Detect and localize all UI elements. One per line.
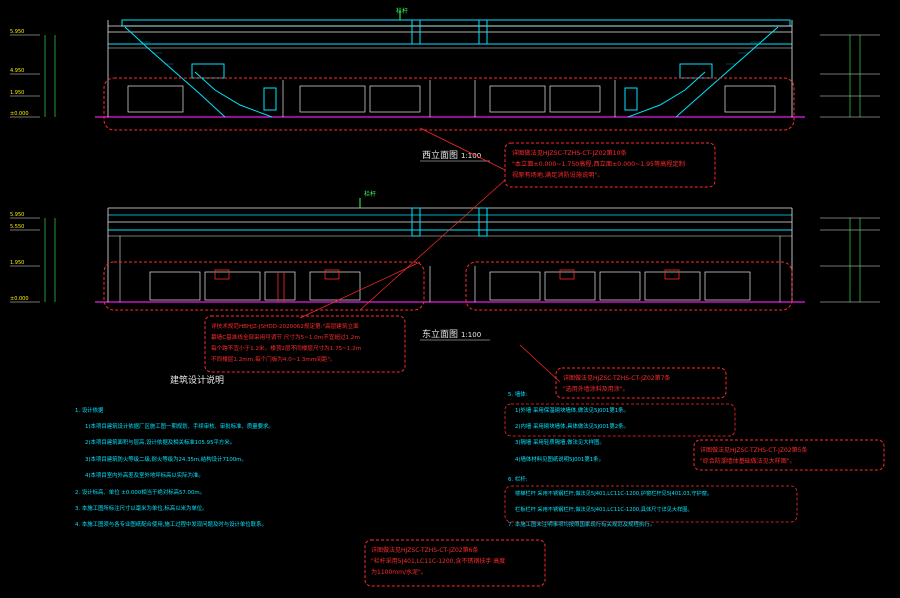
note-line: 详图做法见HJZSC-TZHS-CT-JZ02第6条 [371, 546, 478, 554]
note-box-5: 详图做法见HJZSC-TZHS-CT-JZ02第6条 "栏杆采用5J401,LC… [364, 539, 546, 587]
note-line: 视原有场地,满足消防设施说明"。 [512, 171, 603, 179]
note-line: 详图做法见HJZSC-TZHS-CT-JZ02第10条 [512, 149, 627, 157]
west-elevation-title: 西立面图 [422, 149, 458, 161]
note-line: "综合防潮墙体基础做法见大样图"。 [700, 457, 796, 465]
note-line: 幕墙C基准线全部采用可调节 尺寸为5~1.0m不宜超过1.2m [211, 333, 360, 341]
spec-line: 楼梯栏杆 采用不锈钢栏杆,做法见5J401,LC11C-1200,护窗栏杆见5J… [515, 489, 712, 497]
spec-line: 3)本项目建筑防火等级二级,耐火等级为24.35m,结构设计7100m。 [85, 455, 247, 463]
note-line: 详图做法见HJZSC-TZHS-CT-JZ02第7条 [563, 374, 670, 382]
note-line: 不同楼层1.2mm,每个门板为4.0~1.3mm间距"。 [211, 355, 336, 363]
note-line: 详技术规范HBHJZ-JSHDD-2020062规定第:"高层建筑立面 [211, 322, 359, 330]
west-level-label: 1.950 [10, 90, 24, 96]
spec-line: 栏板栏杆 采用不锈钢栏杆,做法见5J401,LC11C-1200,具体尺寸详见大… [515, 505, 693, 513]
east-level-label: 5.550 [10, 224, 24, 230]
note-line: "本立面±0.000~1.750高程,西立面±0.000~1.95等高程定制 [512, 160, 685, 168]
spec-line: 2)内墙 采用砌块墙体,具体做法见5J001第2条。 [515, 422, 629, 430]
west-level-markers-right [820, 34, 880, 118]
note-box-3: 详图做法见HJZSC-TZHS-CT-JZ02第7条 "选用外墙涂料及用涂"。 [555, 367, 727, 399]
west-level-label: ±0.000 [10, 111, 29, 117]
spec-line: 4. 本施工图须与各专业图纸配合使用,施工过程中发现问题及时与设计单位联系。 [75, 520, 267, 528]
spec-line: 3)隔墙 采用轻质隔墙,做法见大样图。 [515, 438, 605, 446]
east-level-markers-left: 5.950 5.550 1.950 ±0.000 [10, 212, 56, 303]
note-line: "选用外墙涂料及用涂"。 [563, 385, 629, 393]
east-level-label: 1.950 [10, 260, 24, 266]
note-line: "栏杆采用5J401,LC11C-1200,含不锈钢扶手 高度 [371, 557, 505, 565]
east-level-label: ±0.000 [10, 296, 29, 302]
spec-line: 4)墙体材料见图纸说明5J001第1条。 [515, 455, 604, 463]
spec-line: 2. 设计标高、单位 ±0.000相当于绝对标高57.00m。 [75, 488, 205, 496]
east-level-markers-right [820, 217, 880, 303]
leader-lines [299, 127, 561, 383]
west-elevation: 栏杆 西立面图 1:100 [95, 7, 805, 162]
spec-line: 5. 墙体: [508, 390, 528, 398]
west-level-label: 5.950 [10, 29, 24, 35]
note-line: 详图做法见HJZSC-TZHS-CT-JZ02第5条 [700, 446, 807, 454]
spec-line: 6. 栏杆: [508, 475, 528, 483]
note-box-2: 详技术规范HBHJZ-JSHDD-2020062规定第:"高层建筑立面 幕墙C基… [204, 315, 406, 373]
spec-line: 1)本项目建筑设计依据厂区施工图一期规划、手续审核、审批标准、质量要求。 [85, 422, 274, 430]
east-top-tag: 栏杆 [364, 190, 376, 198]
spec-line: 4)本项目室内外高差及室外地坪标高以实际为准。 [85, 471, 204, 479]
east-level-label: 5.950 [10, 212, 24, 218]
spec-line: 7. 本施工图未注明事项均按照国家现行有关规范及规程执行。 [508, 520, 655, 528]
spec-line: 1. 设计依据 [75, 406, 104, 414]
east-elevation-scale: 1:100 [461, 331, 481, 339]
west-level-markers-left: 5.950 4.950 1.950 ±0.000 [10, 29, 56, 118]
west-elevation-scale: 1:100 [461, 152, 481, 160]
design-spec: 建筑设计说明 1. 设计依据 1)本项目建筑设计依据厂区施工图一期规划、手续审核… [75, 374, 798, 528]
note-box-4: 详图做法见HJZSC-TZHS-CT-JZ02第5条 "综合防潮墙体基础做法见大… [693, 439, 885, 471]
spec-heading: 建筑设计说明 [170, 374, 224, 386]
note-box-1: 详图做法见HJZSC-TZHS-CT-JZ02第10条 "本立面±0.000~1… [504, 142, 716, 188]
west-top-tag: 栏杆 [396, 7, 408, 15]
spec-line: 3. 本施工图所标注尺寸以毫米为单位,标高以米为单位。 [75, 504, 208, 512]
note-line: 为1100mm/水泥"。 [371, 568, 427, 576]
spec-line: 1)外墙 采用保温砌块墙体,做法见5J001第1条。 [515, 406, 629, 414]
east-elevation-title: 东立面图 [422, 328, 458, 340]
east-elevation: 栏杆 东立面图 1:100 [95, 190, 805, 341]
west-level-label: 4.950 [10, 68, 24, 74]
note-line: 每个跨不宜小于1.2米。楼顶2层不同楼层尺寸为1.75~1.2m [211, 344, 361, 352]
spec-line: 2)本项目建筑面积与层高,设计依据及相关标准105.95平方米。 [85, 438, 235, 446]
